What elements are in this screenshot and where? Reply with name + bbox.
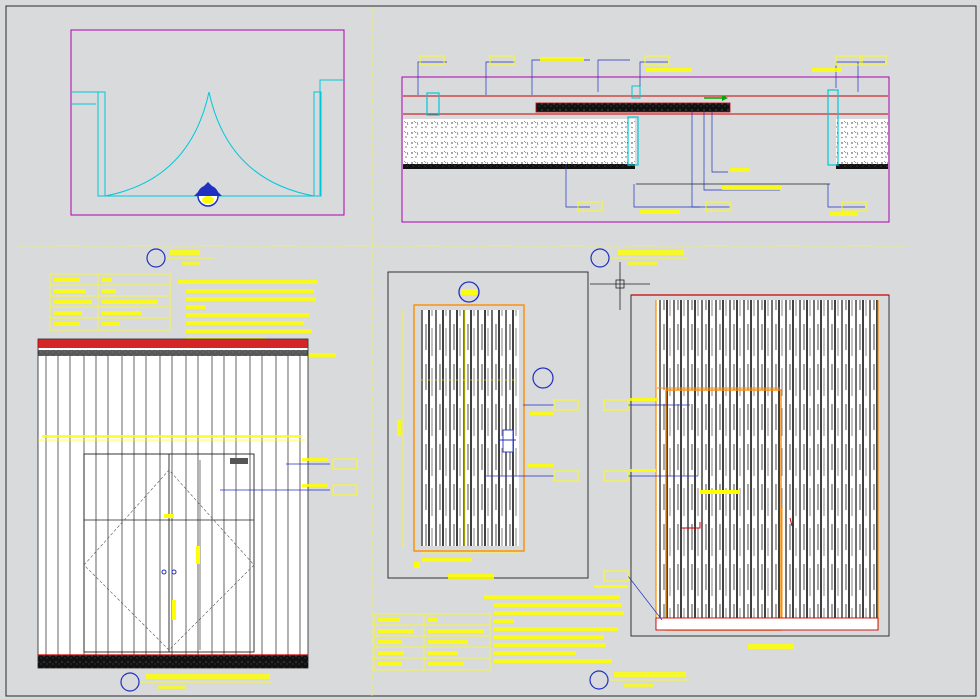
door-leaf-section [535, 102, 731, 113]
info-table-left [49, 273, 171, 331]
wall-panel-elevation[interactable] [589, 294, 890, 690]
door-diamond-pattern [83, 469, 255, 651]
crosshair-cursor-icon [590, 262, 650, 310]
single-door-elevation[interactable] [373, 271, 624, 671]
info-table-center-text [378, 618, 484, 666]
door-section-detail[interactable] [401, 55, 890, 268]
door-plan-view[interactable] [70, 29, 345, 268]
plan-wall-left [71, 91, 106, 197]
general-notes-lower [484, 595, 624, 663]
double-door-elevation[interactable] [37, 273, 358, 692]
section-note-text [540, 57, 858, 216]
section-title-marker [590, 248, 610, 268]
door-swing-arc-left [104, 91, 210, 197]
hardware-callout-marker [532, 367, 554, 389]
crown-molding [38, 339, 308, 348]
elevation-left-title-marker [120, 672, 140, 692]
left-panel-grooves [45, 356, 301, 655]
section-marker-icon[interactable] [194, 182, 222, 207]
wall-wood-cladding [656, 300, 878, 630]
concrete-slab-left [403, 119, 635, 164]
floor-base-strip [38, 655, 308, 668]
concrete-slab-right [836, 119, 888, 164]
sheet-border [5, 5, 977, 697]
floor-finish-left [403, 164, 635, 169]
section-callout-tags [419, 55, 887, 212]
plan-frame [70, 29, 345, 216]
section-frame [401, 76, 890, 223]
door-leaf-wood [421, 310, 519, 546]
plan-wall-right [313, 79, 344, 197]
door-swing-arc-right [208, 91, 315, 197]
elevation-right-title-marker [589, 670, 609, 690]
info-table-left-text [54, 278, 158, 326]
info-table-center [373, 613, 491, 671]
plan-title-marker [146, 248, 166, 268]
door-tag-marker [458, 281, 480, 303]
